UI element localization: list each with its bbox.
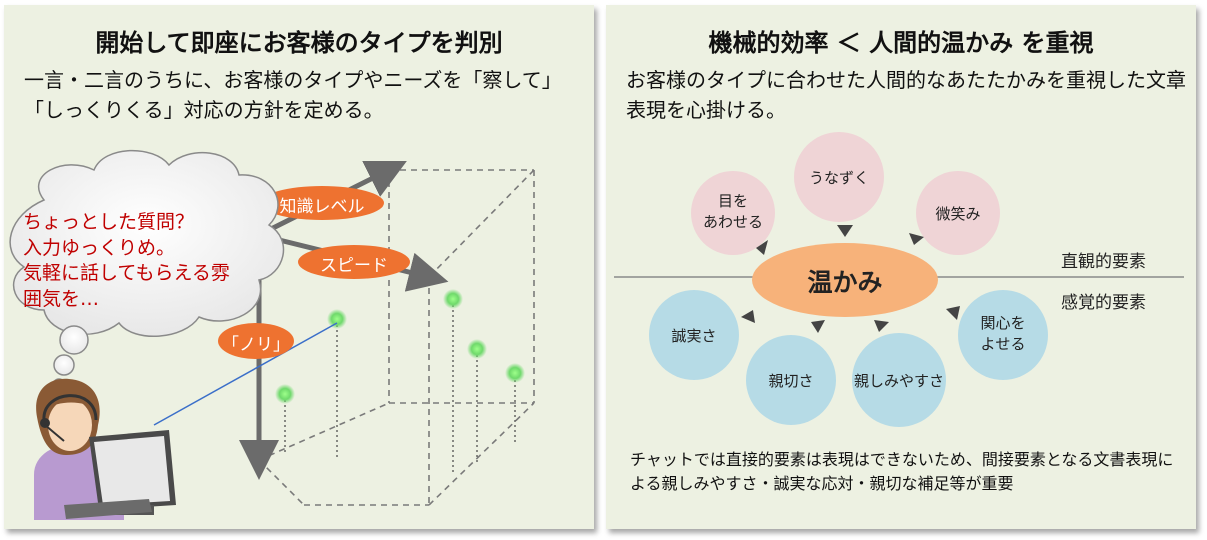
arrowhead	[909, 233, 924, 245]
lower-elements-label: 感覚的要素	[1061, 293, 1146, 313]
left-panel: 開始して即座にお客様のタイプを判別 一言・二言のうちに、お客様のタイプやニーズを…	[4, 5, 594, 529]
pill-speed	[298, 245, 410, 279]
label-friendliness: 親しみやすさ	[853, 371, 944, 390]
green-point	[443, 289, 463, 309]
circle-eye-contact	[691, 171, 775, 255]
arrowhead	[837, 225, 853, 237]
green-point	[505, 363, 525, 383]
circle-interest	[958, 290, 1048, 380]
label-sincerity: 誠実さ	[671, 326, 717, 345]
label-nod: うなずく	[808, 168, 869, 187]
computer-monitor-icon	[64, 430, 176, 519]
bottom-note: チャットでは直接的要素は表現はできないため、間接要素となる文書表現による親しみや…	[630, 450, 1174, 493]
circle-sincerity	[649, 290, 739, 380]
center-warmth-label: 温かみ	[807, 268, 883, 297]
pill-knowledge	[260, 186, 384, 220]
circle-kindness	[746, 335, 836, 425]
green-point	[275, 384, 295, 404]
pointer-line	[153, 322, 338, 426]
left-description: 一言・二言のうちに、お客様のタイプやニーズを「察して」「しっくりくる」対応の方針…	[24, 68, 562, 122]
pill-nori	[218, 323, 294, 359]
label-eye-contact: 目をあわせる	[702, 192, 763, 231]
arrowhead	[756, 240, 768, 255]
data-points	[275, 289, 525, 475]
label-kindness: 親切さ	[768, 371, 814, 390]
circle-nod	[794, 132, 884, 222]
green-point	[327, 309, 347, 329]
thought-bubble-icon	[9, 149, 285, 392]
arrowhead	[874, 320, 889, 332]
green-point	[467, 339, 487, 359]
label-interest: 関心をよせる	[980, 314, 1026, 353]
arrowhead	[811, 320, 825, 333]
right-diagram	[614, 132, 1184, 427]
bubble-line-2: 入力ゆっくりめ。	[23, 236, 176, 259]
right-title: 機械的効率 ＜ 人間的温かみ を重視	[708, 29, 1094, 57]
left-diagram	[9, 149, 535, 520]
circle-friendliness	[852, 333, 946, 427]
bubble-line-1: ちょっとした質問？	[23, 211, 195, 233]
nori-label: 「ノリ」	[222, 335, 290, 355]
cube-wireframe	[258, 169, 535, 506]
left-title: 開始して即座にお客様のタイプを判別	[95, 29, 503, 57]
center-oval	[752, 243, 938, 317]
bubble-line-4: 囲気を…	[23, 287, 100, 310]
thought-bubble-text: ちょっとした質問？ 入力ゆっくりめ。 気軽に話してもらえる雰 囲気を…	[23, 210, 283, 312]
speed-label: スピード	[320, 256, 388, 276]
arrowhead	[946, 306, 960, 320]
label-smile: 微笑み	[935, 204, 981, 223]
knowledge-level-label: 知識レベル	[279, 197, 365, 217]
right-panel: 機械的効率 ＜ 人間的温かみ を重視 お客様のタイプに合わせた人間的なあたたかみ…	[606, 5, 1196, 529]
upper-elements-label: 直観的要素	[1061, 252, 1146, 272]
arrowhead	[741, 310, 755, 323]
bubble-line-3: 気軽に話してもらえる雰	[23, 262, 230, 284]
right-description: お客様のタイプに合わせた人間的なあたたかみを重視した文章表現を心掛ける。	[626, 68, 1186, 122]
circle-smile	[916, 171, 1000, 255]
